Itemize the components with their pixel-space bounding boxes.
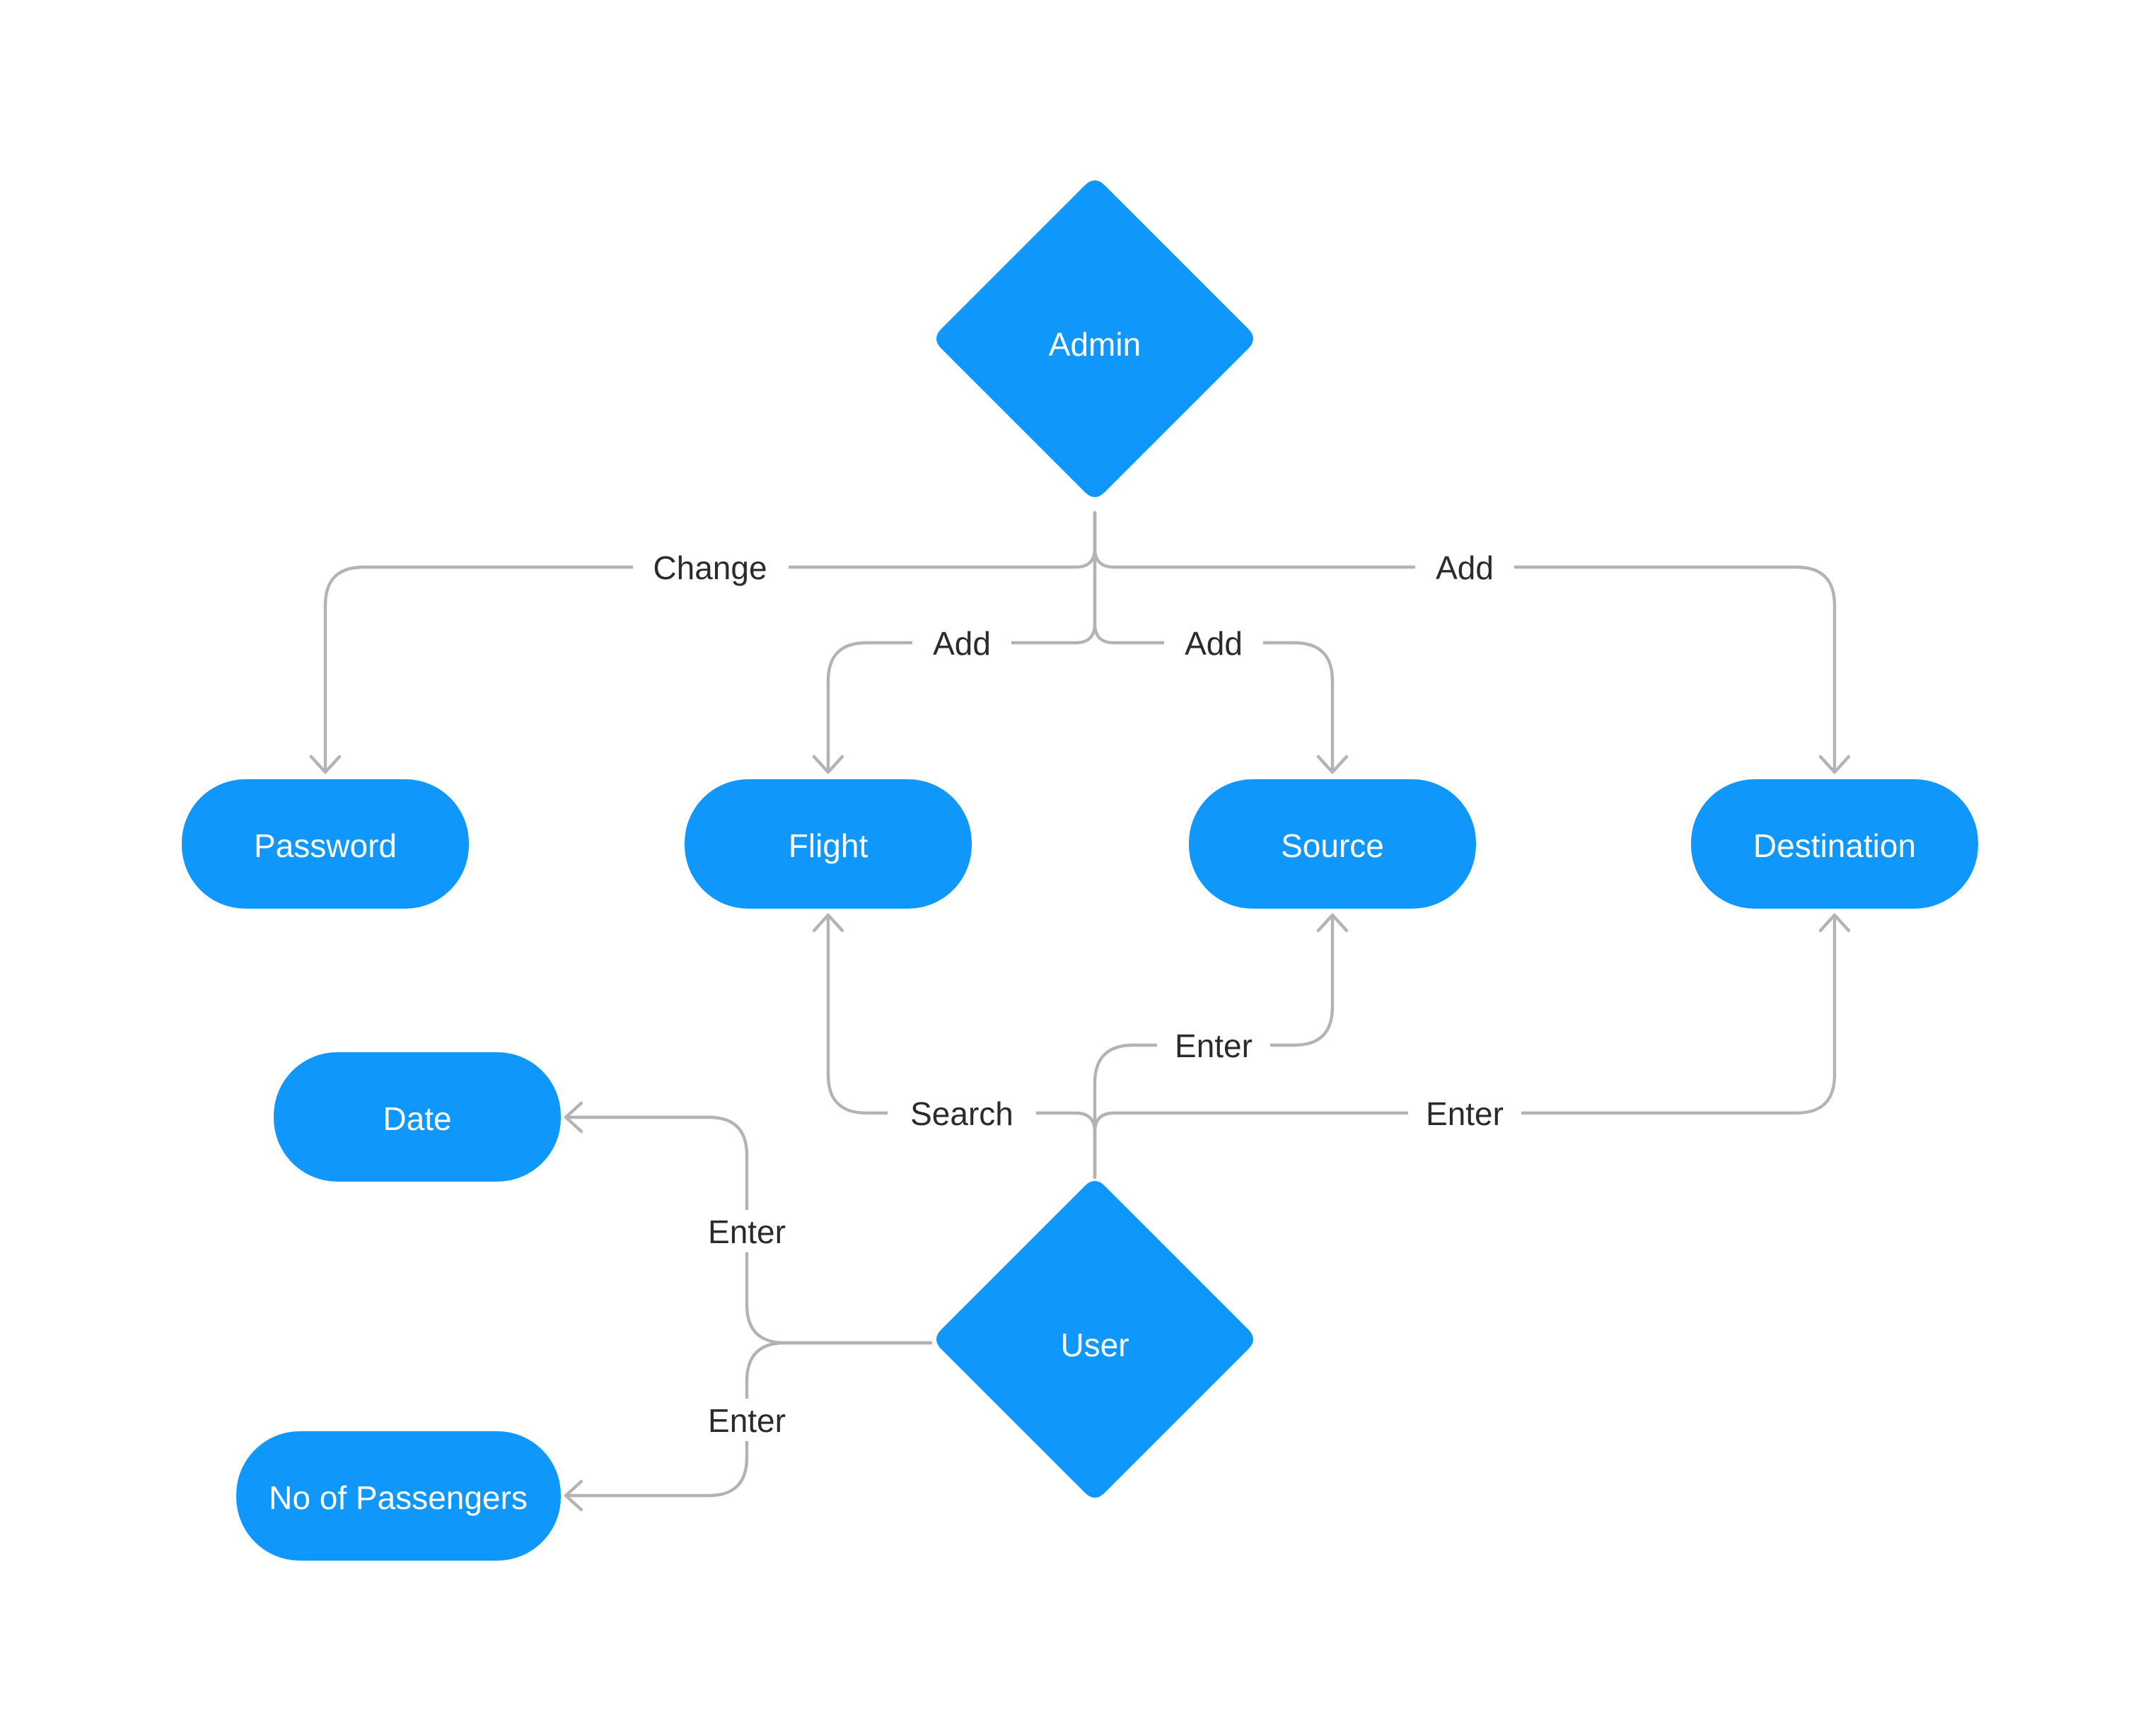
node-label: Date	[383, 1100, 451, 1137]
node-label: Password	[254, 827, 397, 864]
edge-label: Change	[653, 549, 767, 586]
node-label: Source	[1281, 827, 1384, 864]
edges: Change Add Add Add Search	[309, 511, 1851, 1512]
edge-label: Enter	[1426, 1095, 1504, 1132]
node-user[interactable]: User	[936, 1181, 1253, 1498]
node-passengers[interactable]: No of Passengers	[236, 1431, 561, 1561]
edge-admin-to-source: Add	[1093, 511, 1349, 774]
edge-label-background	[1164, 622, 1263, 665]
edge-label: Enter	[708, 1402, 786, 1439]
arrow-head-icon	[309, 755, 342, 774]
edge-label-background	[1157, 1024, 1270, 1066]
edge-user-to-source: Enter	[1093, 913, 1349, 1179]
edge-label-background	[694, 1399, 800, 1441]
user-diamond-shape	[936, 1181, 1253, 1498]
edge-user-to-destination: Enter	[1093, 913, 1851, 1179]
edge-label: Enter	[708, 1213, 786, 1250]
edge-label-background	[633, 546, 789, 588]
flight-box	[685, 779, 972, 909]
node-password[interactable]: Password	[182, 779, 469, 909]
edge-line	[1093, 511, 1837, 773]
edge-label: Search	[910, 1095, 1013, 1132]
destination-box	[1691, 779, 1978, 909]
source-box	[1189, 779, 1476, 909]
node-label: Admin	[1049, 326, 1141, 363]
edge-admin-to-password: Change	[309, 511, 1097, 774]
arrow-head-icon	[812, 913, 844, 933]
node-flight[interactable]: Flight	[685, 779, 972, 909]
admin-diamond-shape	[936, 180, 1253, 497]
passengers-box	[236, 1431, 561, 1561]
edge-admin-to-flight: Add	[812, 511, 1097, 774]
edge-label-background	[888, 1092, 1036, 1134]
edge-label-background	[1408, 1092, 1521, 1134]
arrow-head-icon	[1818, 755, 1851, 774]
edge-label-background	[912, 622, 1011, 665]
arrow-head-icon	[812, 755, 844, 774]
edge-admin-to-destination: Add	[1093, 511, 1851, 774]
node-label: User	[1060, 1327, 1129, 1363]
edge-line	[1093, 511, 1335, 773]
edge-label: Enter	[1175, 1027, 1253, 1064]
edge-label-background	[694, 1210, 800, 1252]
edge-line	[826, 511, 1097, 773]
arrow-head-icon	[1818, 913, 1851, 933]
node-admin[interactable]: Admin	[936, 180, 1253, 497]
node-label: No of Passengers	[269, 1479, 528, 1516]
edge-user-to-passengers: Enter	[564, 1341, 933, 1512]
edge-label: Add	[1185, 625, 1243, 662]
arrow-head-icon	[1316, 755, 1349, 774]
date-box	[274, 1052, 561, 1182]
arrow-head-icon	[564, 1101, 583, 1134]
node-destination[interactable]: Destination	[1691, 779, 1978, 909]
edge-line	[826, 914, 1097, 1179]
node-label: Flight	[789, 827, 868, 864]
arrow-head-icon	[564, 1479, 583, 1512]
edge-line	[1093, 914, 1837, 1179]
node-label: Destination	[1753, 827, 1916, 864]
node-source[interactable]: Source	[1189, 779, 1476, 909]
edge-user-to-date: Enter	[564, 1101, 933, 1345]
password-box	[182, 779, 469, 909]
node-date[interactable]: Date	[274, 1052, 561, 1182]
arrow-head-icon	[1316, 913, 1349, 933]
edge-label-background	[1415, 546, 1514, 588]
nodes: Admin User Password Flight Source Destin…	[182, 180, 1978, 1561]
edge-user-to-flight: Search	[812, 913, 1097, 1179]
edge-label: Add	[1436, 549, 1494, 586]
edge-label: Add	[933, 625, 991, 662]
